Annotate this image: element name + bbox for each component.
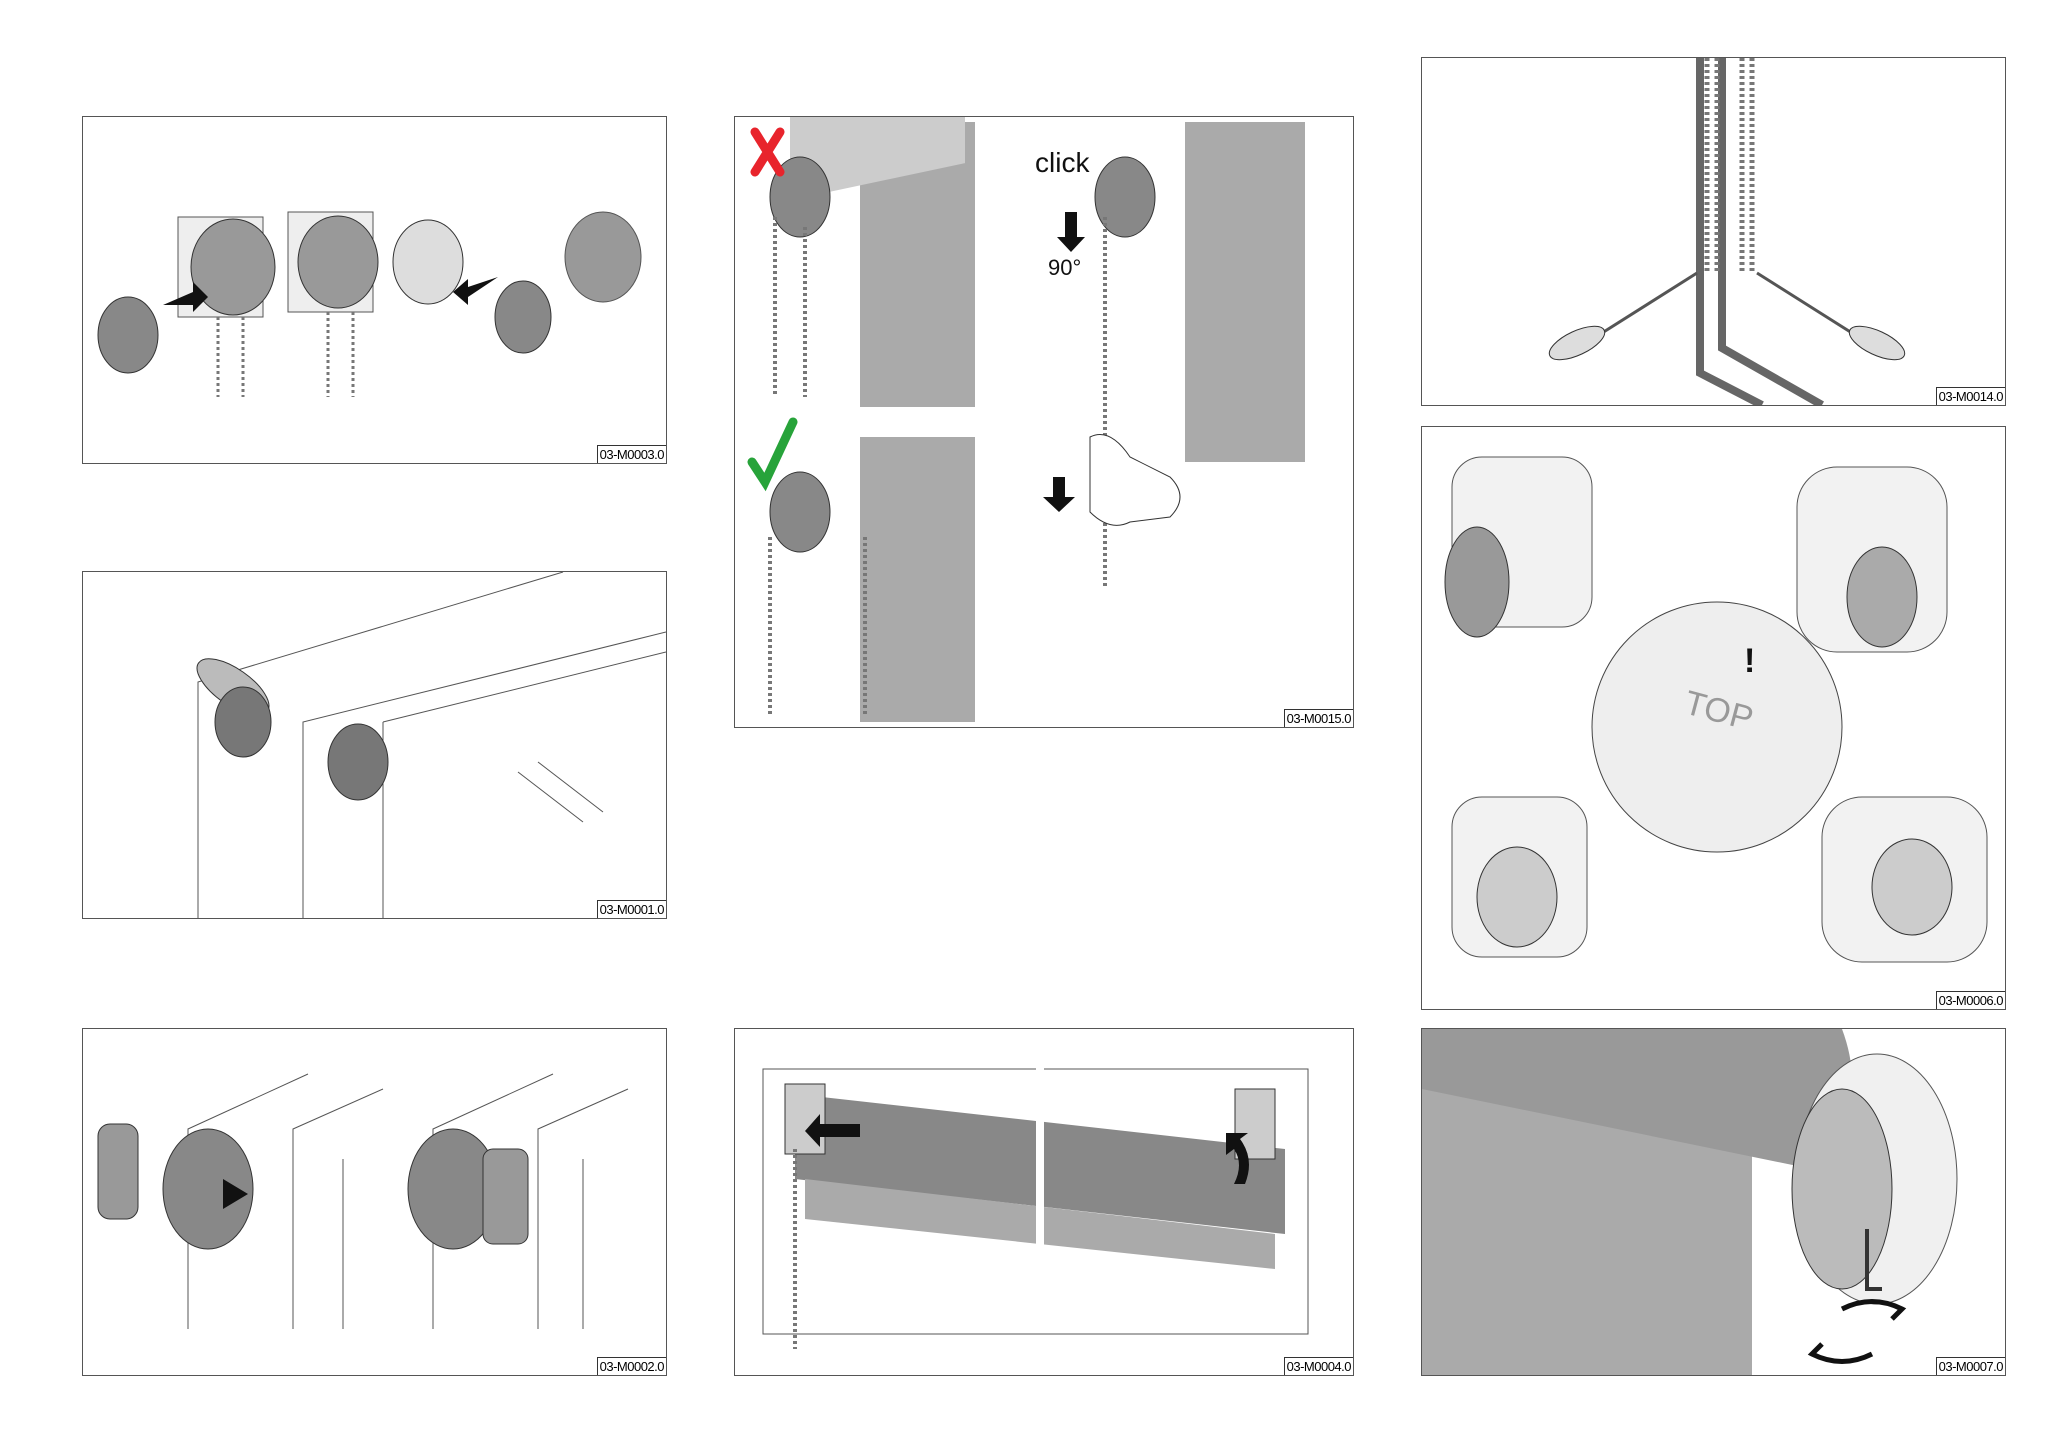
illustration-end-cap-assembly: 03-M0003.0 (82, 116, 667, 464)
arrow-icon (163, 282, 208, 312)
arrow-curve-icon (1226, 1133, 1249, 1184)
illustration-chain-click: click 90° 03-M0015.0 (734, 116, 1354, 728)
chain-tension-drawing (1548, 58, 1906, 405)
roller-install-drawing (762, 1064, 1309, 1349)
illustration-tension-adjust: 03-M0007.0 (1421, 1028, 2006, 1376)
illustration-cover-attach: 03-M0002.0 (82, 1028, 667, 1376)
arrow-down-icon (1057, 212, 1085, 252)
figure-code: 03-M0006.0 (1935, 991, 2005, 1009)
figure-code: 03-M0007.0 (1935, 1357, 2005, 1375)
illustration-chain-tension: 03-M0014.0 (1421, 57, 2006, 406)
angle-label: 90° (1048, 255, 1082, 280)
arrow-icon (453, 277, 498, 305)
bracket-mounting-drawing (196, 572, 666, 918)
illustration-bracket-orientation: TOP ! 03-M0006.0 (1421, 426, 2006, 1010)
figure-code: 03-M0001.0 (596, 900, 666, 918)
wrong-x-icon (750, 127, 785, 177)
cover-attach-drawing (97, 1073, 629, 1329)
screwdriver-icon (1848, 325, 1906, 361)
correct-check-icon (747, 417, 798, 492)
detail-magnifier (1591, 601, 1843, 853)
hex-key-icon (1865, 1229, 1882, 1291)
arrow-down-icon (1043, 477, 1075, 512)
rotate-clockwise-icon (1840, 1299, 1907, 1321)
end-cap-drawing (97, 211, 642, 397)
hand-icon (1089, 434, 1181, 526)
tension-adjust-drawing (1422, 1029, 2005, 1375)
figure-code: 03-M0004.0 (1283, 1357, 1353, 1375)
arrow-left-icon (805, 1114, 860, 1147)
illustration-bracket-mounting: 03-M0001.0 (82, 571, 667, 919)
screwdriver-icon (1548, 325, 1606, 361)
figure-code: 03-M0015.0 (1283, 709, 1353, 727)
bracket-orientation-drawing (1444, 456, 1988, 963)
chain-click-drawing (747, 117, 1305, 722)
illustration-roller-install: 03-M0004.0 (734, 1028, 1354, 1376)
click-label: click (1035, 147, 1090, 178)
figure-code: 03-M0014.0 (1935, 387, 2005, 405)
figure-code: 03-M0003.0 (596, 445, 666, 463)
arrow-icon (223, 1179, 248, 1209)
warning-mark: ! (1744, 642, 1756, 680)
figure-code: 03-M0002.0 (596, 1357, 666, 1375)
rotate-counterclockwise-icon (1807, 1342, 1874, 1364)
